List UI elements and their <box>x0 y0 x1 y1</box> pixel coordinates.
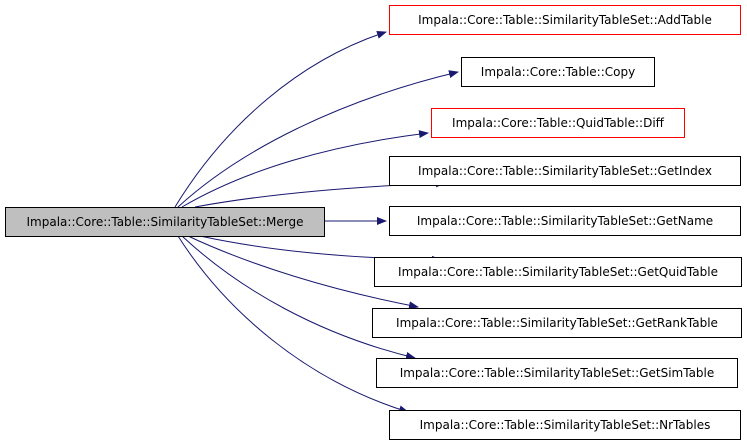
edge-to-nrtables <box>177 235 409 414</box>
edge-to-diff <box>181 130 429 208</box>
node-nrtables[interactable]: Impala::Core::Table::SimilarityTableSet:… <box>389 410 741 440</box>
node-getname-label: Impala::Core::Table::SimilarityTableSet:… <box>416 214 714 228</box>
edge-to-copy <box>177 70 459 208</box>
node-getranktable-label: Impala::Core::Table::SimilarityTableSet:… <box>396 316 718 330</box>
node-addtable-label: Impala::Core::Table::SimilarityTableSet:… <box>418 13 712 27</box>
node-getranktable[interactable]: Impala::Core::Table::SimilarityTableSet:… <box>372 308 742 338</box>
edge-to-getindex <box>194 179 446 208</box>
node-getsimtable[interactable]: Impala::Core::Table::SimilarityTableSet:… <box>376 358 738 388</box>
edge-to-addtable <box>174 30 387 208</box>
node-addtable[interactable]: Impala::Core::Table::SimilarityTableSet:… <box>389 5 741 35</box>
edge-to-getranktable <box>187 235 419 310</box>
node-diff-label: Impala::Core::Table::QuidTable::Diff <box>452 116 664 130</box>
node-getindex-label: Impala::Core::Table::SimilarityTableSet:… <box>418 164 712 178</box>
node-merge-label: Impala::Core::Table::SimilarityTableSet:… <box>26 215 304 229</box>
node-diff[interactable]: Impala::Core::Table::QuidTable::Diff <box>431 108 685 138</box>
node-nrtables-label: Impala::Core::Table::SimilarityTableSet:… <box>419 418 711 432</box>
edge-to-getsimtable <box>181 235 416 360</box>
node-getquidtable-label: Impala::Core::Table::SimilarityTableSet:… <box>398 265 718 279</box>
node-getquidtable[interactable]: Impala::Core::Table::SimilarityTableSet:… <box>374 257 742 287</box>
node-getsimtable-label: Impala::Core::Table::SimilarityTableSet:… <box>399 366 715 380</box>
node-copy-label: Impala::Core::Table::Copy <box>480 65 636 79</box>
node-copy[interactable]: Impala::Core::Table::Copy <box>461 57 655 87</box>
node-getindex[interactable]: Impala::Core::Table::SimilarityTableSet:… <box>389 156 741 186</box>
node-merge: Impala::Core::Table::SimilarityTableSet:… <box>5 207 325 237</box>
node-getname[interactable]: Impala::Core::Table::SimilarityTableSet:… <box>389 206 741 236</box>
